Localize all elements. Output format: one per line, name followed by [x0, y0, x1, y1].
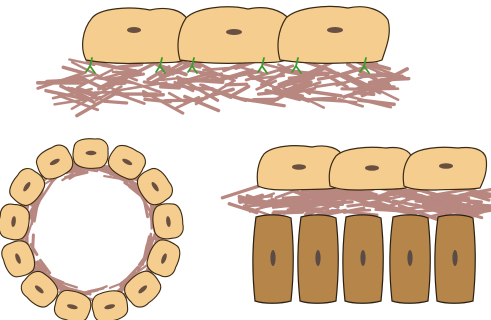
collagen-fiber-icon	[290, 201, 329, 202]
nucleus-icon	[226, 29, 242, 35]
nucleus-icon	[270, 250, 275, 266]
collagen-fiber-icon	[161, 87, 179, 88]
collagen-fiber-icon	[104, 101, 126, 103]
nucleus-icon	[327, 27, 343, 33]
bottom-right-panel	[222, 146, 491, 304]
nucleus-icon	[127, 27, 141, 33]
top-cell-3	[278, 6, 389, 63]
epithelial-cell-icon	[83, 8, 191, 63]
collagen-fiber-icon	[445, 207, 484, 208]
nucleus-icon	[407, 250, 412, 266]
basal-cell	[435, 215, 475, 303]
epithelial-cell-icon	[178, 7, 292, 64]
epithelial-cell-icon	[278, 6, 389, 63]
collagen-fiber-icon	[354, 92, 373, 94]
collagen-fiber-icon	[246, 100, 269, 102]
lower-cell-row	[253, 215, 475, 303]
nucleus-icon	[292, 164, 306, 170]
basal-cell	[253, 215, 293, 303]
nucleus-icon	[315, 250, 320, 266]
nucleus-icon	[365, 165, 379, 171]
nucleus-icon	[439, 163, 453, 169]
collagen-fiber-icon	[95, 92, 118, 93]
nucleus-icon	[452, 250, 457, 266]
nucleus-icon	[360, 250, 365, 266]
collagen-fiber-icon	[273, 212, 303, 213]
top-cell-1	[83, 8, 191, 63]
upper-cell-2	[329, 147, 412, 190]
basal-cell	[298, 215, 338, 303]
collagen-fiber-icon	[302, 72, 339, 73]
collagen-fiber-icon	[226, 84, 247, 85]
upper-cell-3	[403, 147, 486, 190]
collagen-fiber-icon	[107, 83, 125, 84]
basal-cell	[343, 215, 383, 303]
ring-cell	[73, 139, 108, 169]
top-cell-2	[178, 7, 292, 64]
nucleus-icon	[86, 151, 97, 155]
basal-cell	[390, 215, 430, 303]
